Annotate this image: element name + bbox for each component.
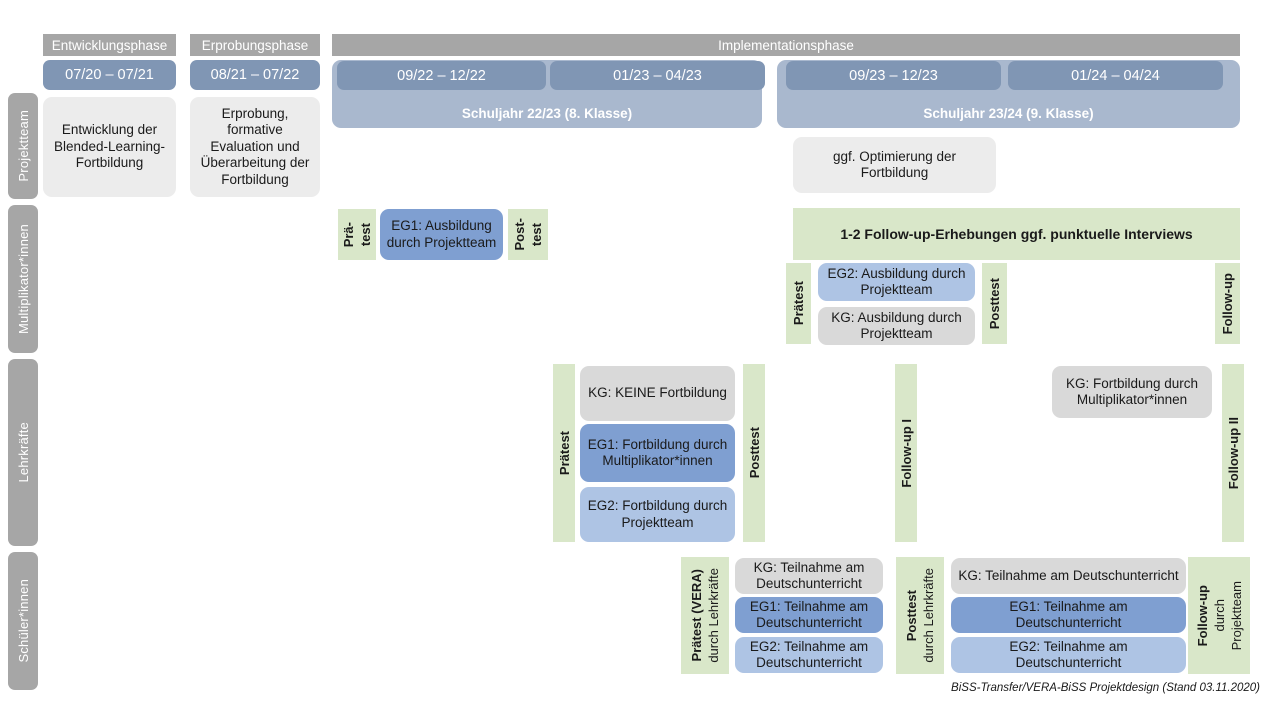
card-label: KG: Ausbildung durch Projektteam <box>831 309 962 341</box>
band-praetest-vera-schueler: Prätest (VERA) durch Lehrkräfte <box>681 557 729 674</box>
band-followup-schueler: Follow-up durch Projektteam <box>1188 557 1250 674</box>
card-ggf-optimierung: ggf. Optimierung der Fortbildung <box>793 137 996 193</box>
period-label: 08/21 – 07/22 <box>210 67 300 83</box>
card-eg2-ausbildung-projektteam: EG2: Ausbildung durch Projektteam <box>818 263 975 301</box>
card-label: Entwicklung der Blended-Learning-Fortbil… <box>53 122 166 171</box>
row-label-schuelerinnen: Schüler*innen <box>8 552 38 690</box>
row-label-text: Lehrkräfte <box>15 422 31 483</box>
row-label-multiplikatorinnen: Multiplikator*innen <box>8 205 38 353</box>
phase-header-erprobungsphase: Erprobungsphase <box>190 34 320 56</box>
card-kg-keine-fortbildung: KG: KEINE Fortbildung <box>580 366 735 421</box>
card-label: KG: Teilnahme am Deutschunterricht <box>958 567 1179 583</box>
band-label: Prätest <box>556 430 572 476</box>
card-erprobung-evaluation: Erprobung, formative Evaluation und Über… <box>190 97 320 197</box>
posttest-stack: Post- test <box>512 209 544 260</box>
card-eg1-fortbildung-multiplikatoren: EG1: Fortbildung durch Multiplikator*inn… <box>580 424 735 482</box>
card-label: KG: KEINE Fortbildung <box>588 385 727 401</box>
period-label: 09/23 – 12/23 <box>849 67 938 84</box>
card-label: KG: Fortbildung durch Multiplikator*inne… <box>1065 375 1199 407</box>
praetest-vera-main: Prätest (VERA) <box>689 569 704 662</box>
band-label: Follow-up II <box>1225 416 1241 490</box>
band-posttest-multiplikatoren: Post- test <box>508 209 548 260</box>
card-kg-ausbildung-projektteam: KG: Ausbildung durch Projektteam <box>818 307 975 345</box>
posttest-line-1: Post- <box>512 218 527 251</box>
card-label: ggf. Optimierung der Fortbildung <box>832 148 957 180</box>
card-kg-teilnahme-deutschunterricht-1: KG: Teilnahme am Deutschunterricht <box>735 558 883 594</box>
band-posttest-multiplikatoren-2: Posttest <box>982 263 1007 344</box>
card-label: EG1: Teilnahme am Deutschunterricht <box>1009 598 1128 630</box>
praetest-line-2: test <box>358 222 373 247</box>
row-label-text: Multiplikator*innen <box>15 223 31 335</box>
period-pill-0923-1223: 09/23 – 12/23 <box>786 61 1001 90</box>
phase-header-label: Implementationsphase <box>718 37 854 53</box>
posttest-main: Posttest <box>904 589 919 642</box>
card-label: EG2: Teilnahme am Deutschunterricht <box>1009 638 1128 670</box>
period-pill-0922-1222: 09/22 – 12/22 <box>337 61 546 90</box>
band-posttest-schueler: Posttest durch Lehrkräfte <box>896 557 944 674</box>
band-label: Posttest <box>746 427 762 479</box>
period-pill-0821-0722: 08/21 – 07/22 <box>190 60 320 90</box>
followup-schueler-stack: Follow-up durch Projektteam <box>1195 557 1244 674</box>
school-year-label: Schuljahr 22/23 (8. Klasse) <box>461 106 633 121</box>
card-eg1-teilnahme-deutschunterricht-2: EG1: Teilnahme am Deutschunterricht <box>951 597 1186 633</box>
row-label-text: Schüler*innen <box>15 579 31 663</box>
row-label-lehrkraefte: Lehrkräfte <box>8 359 38 546</box>
posttest-schueler-stack: Posttest durch Lehrkräfte <box>904 557 936 674</box>
band-label: Follow-up <box>1220 272 1235 335</box>
phase-header-implementationsphase: Implementationsphase <box>332 34 1240 56</box>
period-label: 01/23 – 04/23 <box>613 67 702 84</box>
phase-header-label: Entwicklungsphase <box>51 37 168 53</box>
band-followup-1-lehrkraefte: Follow-up I <box>895 364 917 542</box>
card-label: EG2: Fortbildung durch Projektteam <box>587 498 728 530</box>
card-eg2-teilnahme-deutschunterricht-1: EG2: Teilnahme am Deutschunterricht <box>735 637 883 673</box>
followup-sub-1: durch <box>1211 599 1227 632</box>
band-followup-2-lehrkraefte: Follow-up II <box>1222 364 1244 542</box>
phase-header-entwicklungsphase: Entwicklungsphase <box>43 34 176 56</box>
row-label-text: Projektteam <box>15 110 31 182</box>
praetest-stack: Prä- test <box>341 209 373 260</box>
band-label: Posttest <box>987 277 1002 330</box>
followup-main: Follow-up <box>1194 584 1210 647</box>
footnote: BiSS-Transfer/VERA-BiSS Projektdesign (S… <box>860 682 1260 694</box>
footnote-text: BiSS-Transfer/VERA-BiSS Projektdesign (S… <box>951 682 1260 694</box>
card-label: KG: Teilnahme am Deutschunterricht <box>753 559 865 591</box>
card-eg2-teilnahme-deutschunterricht-2: EG2: Teilnahme am Deutschunterricht <box>951 637 1186 673</box>
band-praetest-multiplikatoren-2: Prätest <box>786 263 811 344</box>
praetest-line-1: Prä- <box>341 221 356 248</box>
band-followup-erhebungen: 1-2 Follow-up-Erhebungen ggf. punktuelle… <box>793 208 1240 260</box>
period-label: 07/20 – 07/21 <box>65 67 154 83</box>
card-kg-teilnahme-deutschunterricht-2: KG: Teilnahme am Deutschunterricht <box>951 558 1186 594</box>
card-label: EG1: Ausbildung durch Projektteam <box>386 218 497 250</box>
band-label: Follow-up I <box>898 418 914 488</box>
period-pill-0720-0721: 07/20 – 07/21 <box>43 60 176 90</box>
posttest-sub: durch Lehrkräfte <box>921 568 936 663</box>
band-followup-multiplikatoren: Follow-up <box>1215 263 1240 344</box>
card-label: Erprobung, formative Evaluation und Über… <box>200 105 310 187</box>
band-praetest-multiplikatoren: Prä- test <box>338 209 376 260</box>
band-label: Prätest <box>791 281 806 326</box>
row-label-projektteam: Projektteam <box>8 93 38 199</box>
card-label: EG2: Teilnahme am Deutschunterricht <box>749 638 869 670</box>
card-eg1-teilnahme-deutschunterricht-1: EG1: Teilnahme am Deutschunterricht <box>735 597 883 633</box>
card-label: EG2: Ausbildung durch Projektteam <box>827 265 966 297</box>
band-praetest-lehrkraefte: Prätest <box>553 364 575 542</box>
school-year-label: Schuljahr 23/24 (9. Klasse) <box>923 106 1094 121</box>
period-pill-0123-0423: 01/23 – 04/23 <box>550 61 765 90</box>
followup-sub-2: Projektteam <box>1228 580 1244 651</box>
card-eg1-ausbildung-projektteam: EG1: Ausbildung durch Projektteam <box>380 209 503 260</box>
period-label: 01/24 – 04/24 <box>1071 67 1160 84</box>
phase-header-label: Erprobungsphase <box>201 37 309 53</box>
praetest-vera-stack: Prätest (VERA) durch Lehrkräfte <box>689 557 721 674</box>
posttest-line-2: test <box>529 222 544 247</box>
card-label: EG1: Teilnahme am Deutschunterricht <box>749 598 869 630</box>
period-pill-0124-0424: 01/24 – 04/24 <box>1008 61 1223 90</box>
period-label: 09/22 – 12/22 <box>397 67 486 84</box>
card-label: EG1: Fortbildung durch Multiplikator*inn… <box>587 436 728 468</box>
card-kg-fortbildung-multiplikatoren: KG: Fortbildung durch Multiplikator*inne… <box>1052 366 1212 418</box>
card-eg2-fortbildung-projektteam: EG2: Fortbildung durch Projektteam <box>580 487 735 542</box>
band-posttest-lehrkraefte: Posttest <box>743 364 765 542</box>
card-entwicklung-blended-learning: Entwicklung der Blended-Learning-Fortbil… <box>43 97 176 197</box>
praetest-vera-sub: durch Lehrkräfte <box>706 568 721 663</box>
band-label: 1-2 Follow-up-Erhebungen ggf. punktuelle… <box>840 225 1193 242</box>
